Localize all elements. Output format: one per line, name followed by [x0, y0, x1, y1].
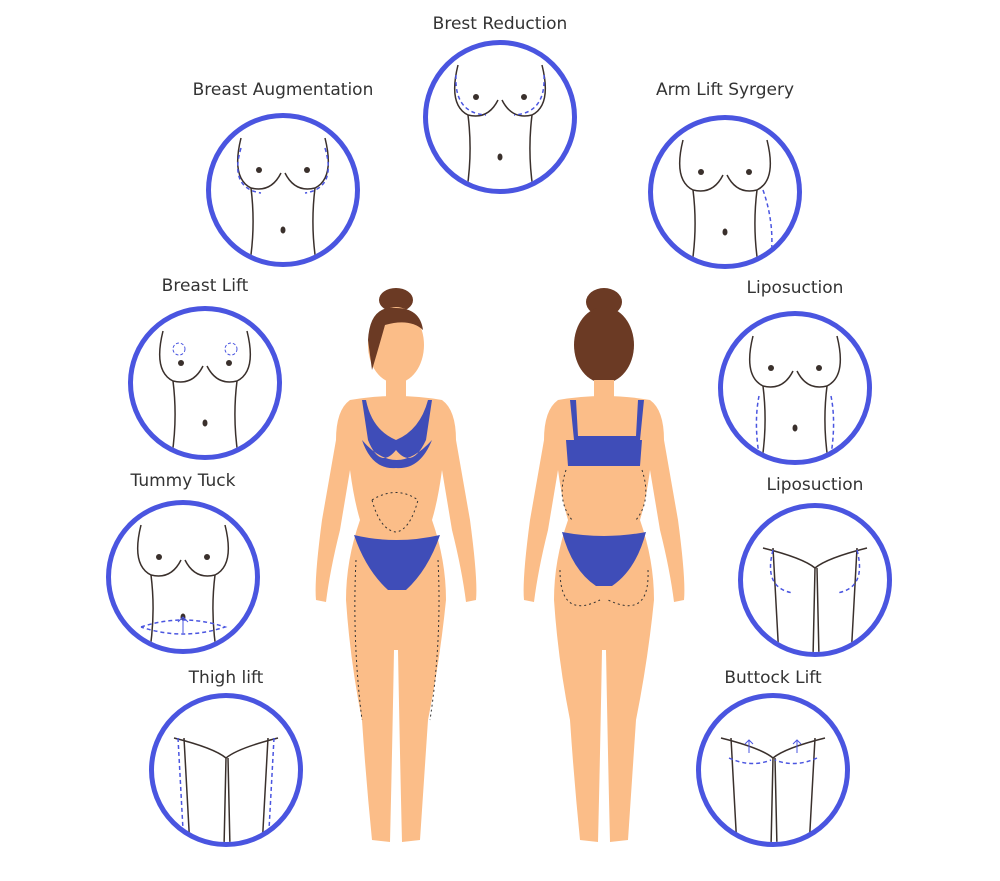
procedure-illustration — [748, 335, 842, 460]
procedure-circle-arm-lift — [648, 115, 802, 269]
procedure-label-brest-reduction: Brest Reduction — [432, 14, 568, 34]
procedure-label-breast-lift: Breast Lift — [161, 276, 249, 296]
front-figure — [315, 288, 477, 842]
procedure-illustration — [158, 330, 252, 455]
procedure-illustration — [236, 137, 330, 262]
procedure-label-liposuction-back: Liposuction — [766, 475, 864, 495]
procedure-label-thigh-lift: Thigh lift — [188, 668, 264, 688]
procedure-illustration — [678, 139, 773, 264]
procedure-circle-liposuction-back — [738, 503, 892, 657]
procedure-illustration — [136, 524, 230, 649]
procedure-circle-breast-augmentation — [206, 113, 360, 267]
procedure-circle-breast-lift — [128, 306, 282, 460]
procedure-circle-brest-reduction — [423, 40, 577, 194]
procedure-illustration — [762, 547, 868, 652]
procedure-label-buttock-lift: Buttock Lift — [724, 668, 822, 688]
procedure-label-arm-lift: Arm Lift Syrgery — [655, 80, 795, 100]
procedure-circle-buttock-lift — [696, 693, 850, 847]
procedure-illustration — [720, 737, 826, 842]
procedure-illustration — [453, 64, 547, 189]
back-figure — [523, 288, 685, 842]
procedure-illustration — [173, 737, 279, 842]
procedure-label-tummy-tuck: Tummy Tuck — [130, 471, 236, 491]
procedure-circle-liposuction-front — [718, 311, 872, 465]
procedure-label-liposuction-front: Liposuction — [746, 278, 844, 298]
procedure-circle-thigh-lift — [149, 693, 303, 847]
procedure-label-breast-augmentation: Breast Augmentation — [192, 80, 374, 100]
procedure-circle-tummy-tuck — [106, 500, 260, 654]
